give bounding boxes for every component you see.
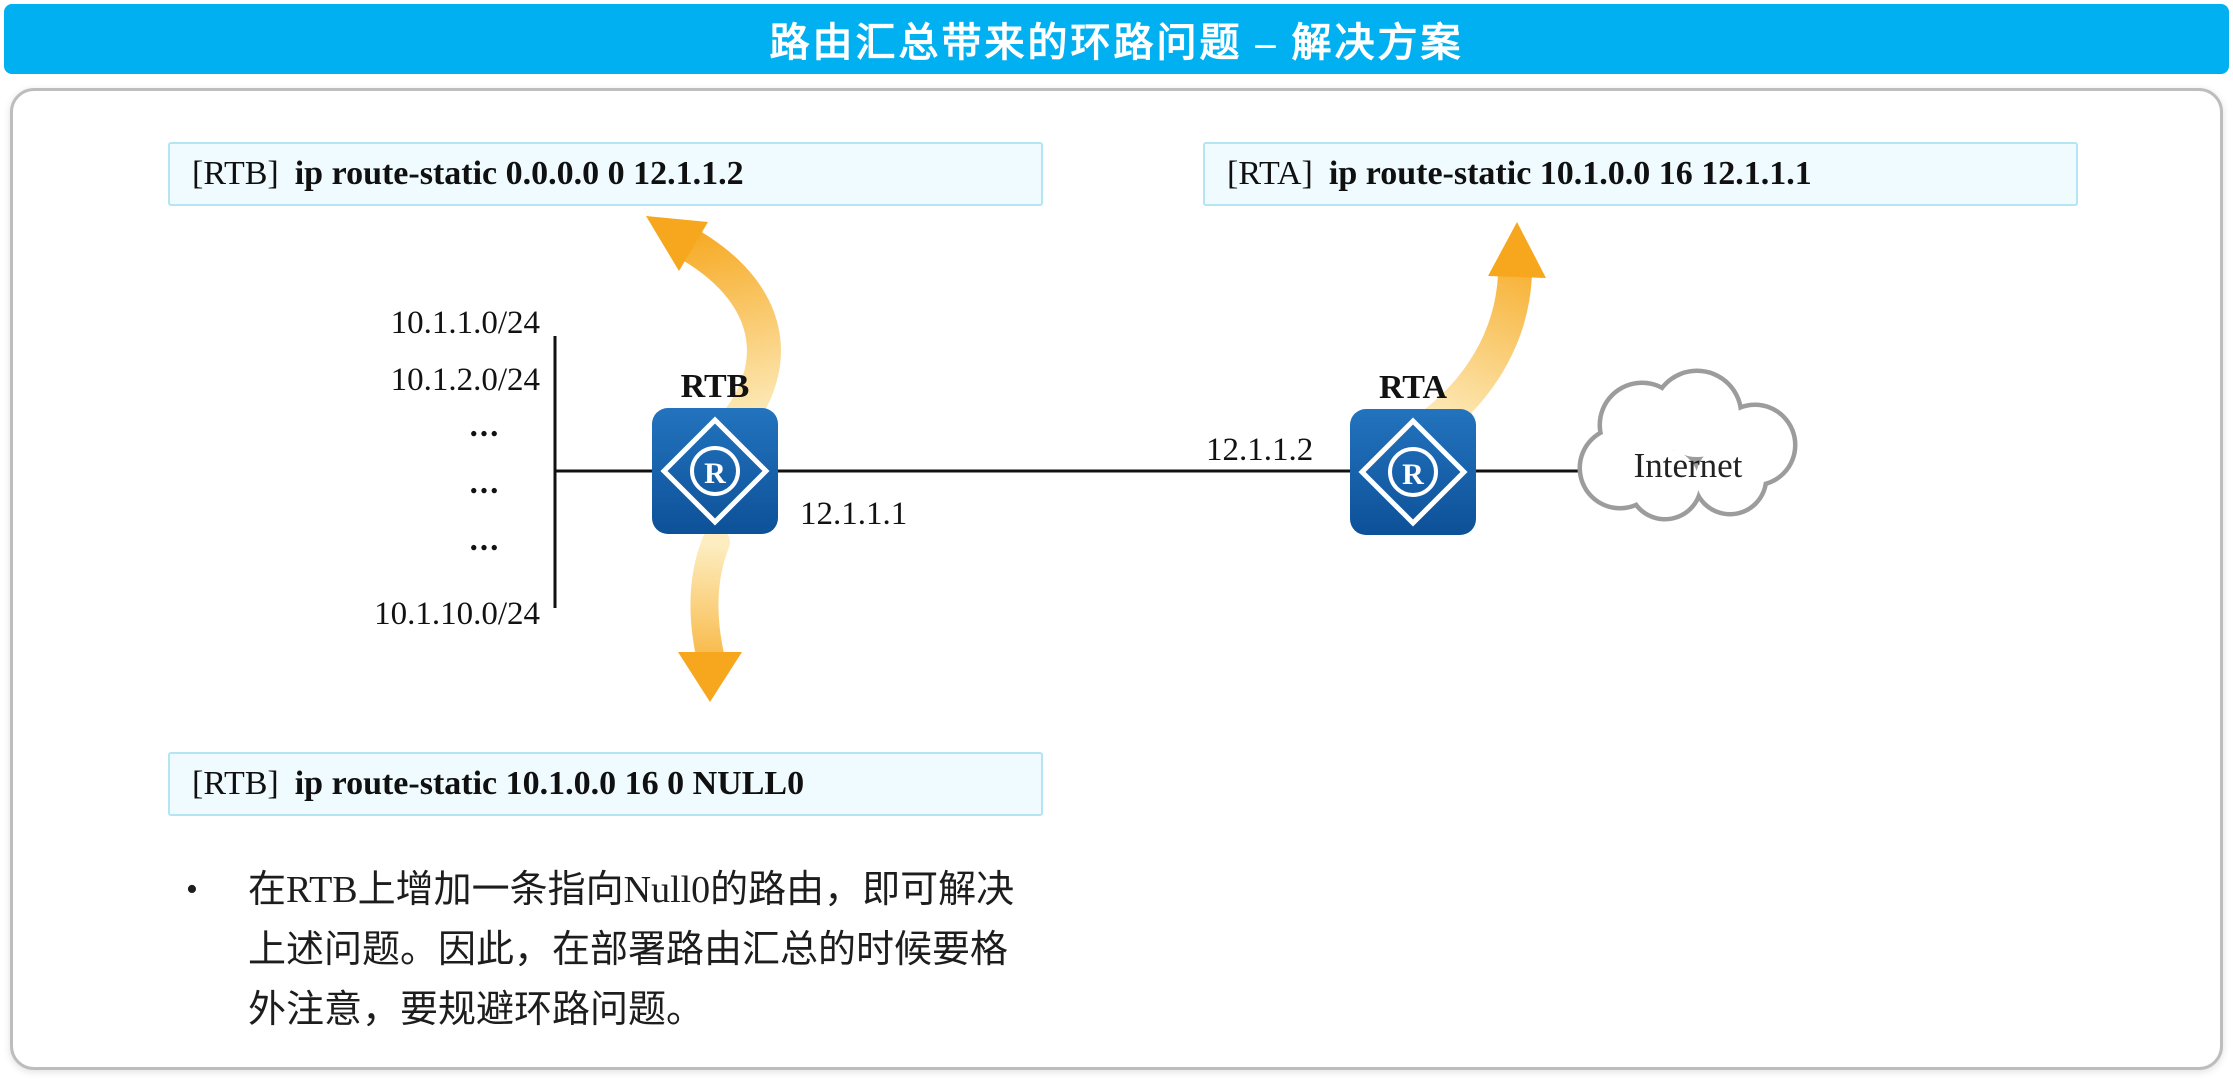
router-glyph: R [1402, 458, 1424, 491]
internet-cloud [1577, 368, 1798, 522]
ellipsis-label: ... [469, 408, 501, 444]
router-name-rtb: RTB [680, 368, 750, 405]
router-glyph: R [704, 457, 726, 490]
command-text: ip route-static 0.0.0.0 0 12.1.1.2 [294, 155, 744, 192]
note-text: 在RTB上增加一条指向Null0的路由，即可解决上述问题。因此，在部署路由汇总的… [248, 869, 1015, 1031]
title-banner: 路由汇总带来的环路问题 – 解决方案 [4, 4, 2229, 74]
rtb-null0-route-box: [RTB] ip route-static 10.1.0.0 16 0 NULL… [168, 752, 1043, 816]
link-ip-rtb: 12.1.1.1 [800, 496, 908, 532]
router-icon-rtb: R [652, 408, 778, 534]
network-label: 10.1.2.0/24 [390, 362, 540, 398]
command-text: ip route-static 10.1.0.0 16 0 NULL0 [294, 765, 805, 802]
content-card [10, 88, 2223, 1070]
rta-summary-route-box: [RTA] ip route-static 10.1.0.0 16 12.1.1… [1203, 142, 2078, 206]
note-block: • 在RTB上增加一条指向Null0的路由，即可解决上述问题。因此，在部署路由汇… [186, 860, 1046, 1040]
command-prefix: [RTB] [192, 765, 279, 802]
router-name-rta: RTA [1378, 369, 1448, 406]
command-prefix: [RTA] [1227, 155, 1313, 192]
network-label: 10.1.10.0/24 [374, 596, 540, 632]
command-text: ip route-static 10.1.0.0 16 12.1.1.1 [1328, 155, 1812, 192]
router-icon-rta: R [1350, 409, 1476, 535]
ellipsis-label: ... [469, 522, 501, 558]
internet-label: Internet [1633, 446, 1743, 485]
arrow-rtb-to-null0-route [678, 528, 742, 702]
arrow-rtb-to-default-route [646, 216, 781, 447]
rtb-default-route-box: [RTB] ip route-static 0.0.0.0 0 12.1.1.2 [168, 142, 1043, 206]
link-ip-rta: 12.1.1.2 [1206, 432, 1314, 468]
network-label: 10.1.1.0/24 [390, 305, 540, 341]
note-bullet: • [186, 871, 198, 908]
command-prefix: [RTB] [192, 155, 279, 192]
page-title: 路由汇总带来的环路问题 – 解决方案 [769, 20, 1464, 65]
ellipsis-label: ... [469, 465, 501, 501]
